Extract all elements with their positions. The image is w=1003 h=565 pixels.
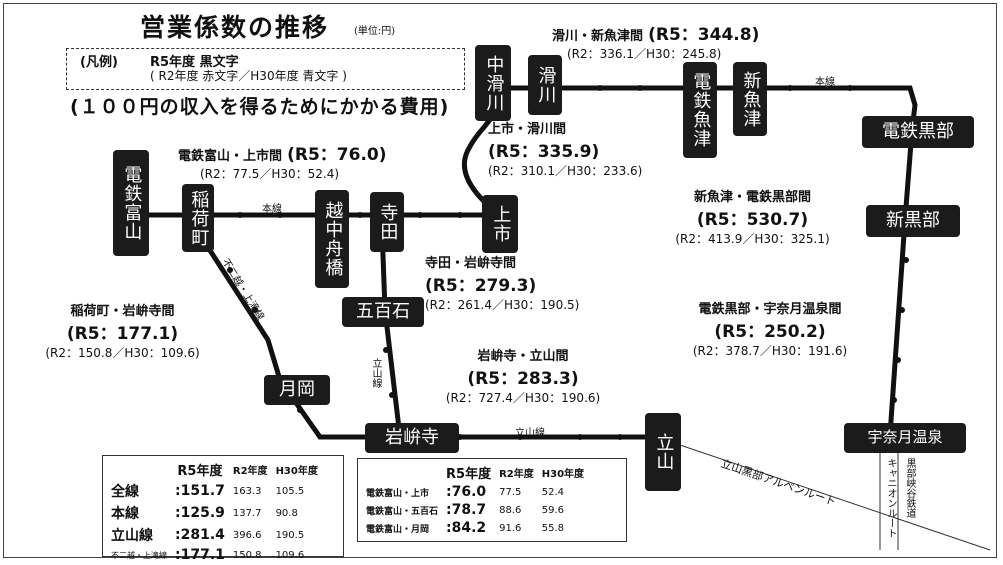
station-nameri: 滑川 [528,55,562,115]
section-sub: (R2：77.5／H30：52.4) [200,167,340,181]
col-header-r5: R5年度 [446,467,492,482]
section-r5: (R5：279.3) [425,276,537,296]
station-nakanameri: 中滑川 [475,45,511,121]
col-header-h30: H30年度 [275,466,318,477]
section-name: 寺田・岩峅寺間 [425,256,517,271]
page-title: 営業係数の推移 [140,13,330,42]
label-kurobe-gorge-railway: 黒部峡谷鉄道 [904,458,915,518]
section-shinuozu-kurobe: 新魚津・電鉄黒部間 (R5：530.7) (R2：413.9／H30：325.1… [640,186,865,247]
station-tateyama: 立山 [645,413,681,491]
station-shin-kurobe: 新黒部 [866,205,960,237]
table-row: 電鉄富山・上市 :76.0 77.5 52.4 [366,484,565,500]
section-name: 電鉄富山・上市間 [178,149,283,164]
table-row: 不二越・上滝線 :177.1 150.8 109.6 [111,547,305,563]
section-sub: (R2：727.4／H30：190.6) [445,391,601,405]
col-header-r5: R5年度 [177,464,223,479]
section-sub: (R2：310.1／H30：233.6) [488,164,643,178]
line-label-tateyama-line: 立山線 [370,358,381,388]
station-dentetsu-toyama: 電鉄富山 [113,150,149,256]
section-sub: (R2：336.1／H30：245.8) [567,47,722,61]
section-name: 岩峅寺・立山間 [477,349,569,364]
station-dentetsu-kurobe: 電鉄黒部 [862,116,974,148]
summary-table-lines: R5年度 R2年度 H30年度 全線 :151.7 163.3 105.5 本線… [102,455,344,563]
section-name: 新魚津・電鉄黒部間 [693,190,811,205]
section-inarimachi-iwakuraji: 稲荷町・岩峅寺間 (R5：177.1) (R2：150.8／H30：109.6) [10,300,235,361]
section-sub: (R2：261.4／H30：190.5) [425,298,580,312]
section-terada-iwakuraji: 寺田・岩峅寺間 (R5：279.3) (R2：261.4／H30：190.5) [425,252,579,313]
section-sub: (R2：378.7／H30：191.6) [692,344,848,358]
section-toyama-kamiichi: 電鉄富山・上市間 (R5：76.0) (R2：77.5／H30：52.4) [178,140,387,182]
section-r5: (R5：335.9) [488,142,600,162]
section-r5: (R5：177.1) [66,324,179,344]
section-iwakuraji-tateyama: 岩峅寺・立山間 (R5：283.3) (R2：727.4／H30：190.6) [418,345,628,406]
line-label-honsen-west: 本線 [262,204,282,215]
col-header-h30: H30年度 [541,469,585,480]
legend-box [66,48,465,90]
table-row: 電鉄富山・五百石 :78.7 88.6 59.6 [366,502,565,518]
summary-table-sections: R5年度 R2年度 H30年度 電鉄富山・上市 :76.0 77.5 52.4 … [357,458,627,542]
diagram-frame [3,3,997,558]
section-sub: (R2：413.9／H30：325.1) [675,232,830,246]
page-subtitle: (１００円の収入を得るためにかかる費用) [70,96,450,118]
section-r5: (R5：344.8) [648,25,760,45]
line-label-tateyama-line-2: 立山線 [515,428,545,439]
col-header-r2: R2年度 [499,469,534,480]
legend-line-2: ( R2年度 赤文字／H30年度 青文字 ) [150,69,347,83]
station-iwakuraji: 岩峅寺 [365,423,459,453]
section-name: 上市・滑川間 [488,122,567,137]
unit-label: (単位:円) [354,26,396,37]
section-r5: (R5：283.3) [467,369,579,389]
legend-line-1: R5年度 黒文字 [150,55,239,70]
station-terada: 寺田 [370,192,404,252]
station-tsukioka: 月岡 [264,375,330,405]
section-r5: (R5：250.2) [714,322,826,342]
section-kurobe-unazuki: 電鉄黒部・宇奈月温泉間 (R5：250.2) (R2：378.7／H30：191… [660,298,880,359]
section-kamiichi-nameri: 上市・滑川間 (R5：335.9) (R2：310.1／H30：233.6) [488,118,642,179]
section-r5: (R5：76.0) [287,145,387,165]
station-unazuki-onsen: 宇奈月温泉 [844,423,966,453]
alpine-route-line [679,444,991,551]
table-row: 立山線 :281.4 396.6 190.5 [111,527,305,544]
station-dentetsu-uozu: 電鉄魚津 [683,62,717,158]
station-shin-uozu: 新魚津 [733,62,767,136]
col-header-r2: R2年度 [232,466,268,477]
station-inarimachi: 稲荷町 [182,184,214,252]
station-kamiichi: 上市 [482,195,518,253]
legend-heading: (凡例) [80,55,118,70]
station-gohyakkoku: 五百石 [342,297,424,327]
section-sub: (R2：150.8／H30：109.6) [45,346,200,360]
table-row: 全線 :151.7 163.3 105.5 [111,483,305,500]
section-name: 滑川・新魚津間 [552,29,644,44]
label-canyon-route: キャニオンルート [885,458,896,538]
section-r5: (R5：530.7) [696,210,809,230]
station-etchu-funahashi: 越中舟橋 [315,190,349,288]
section-nameri-shinuozu: 滑川・新魚津間 (R5：344.8) (R2：336.1／H30：245.8) [552,20,759,62]
section-name: 電鉄黒部・宇奈月温泉間 [698,302,842,317]
table-row: 電鉄富山・月岡 :84.2 91.6 55.8 [366,520,565,536]
table-row: 本線 :125.9 137.7 90.8 [111,505,298,522]
track-tateyama-line [379,225,403,440]
section-name: 稲荷町・岩峅寺間 [70,304,175,319]
line-label-honsen-east: 本線 [815,77,835,88]
